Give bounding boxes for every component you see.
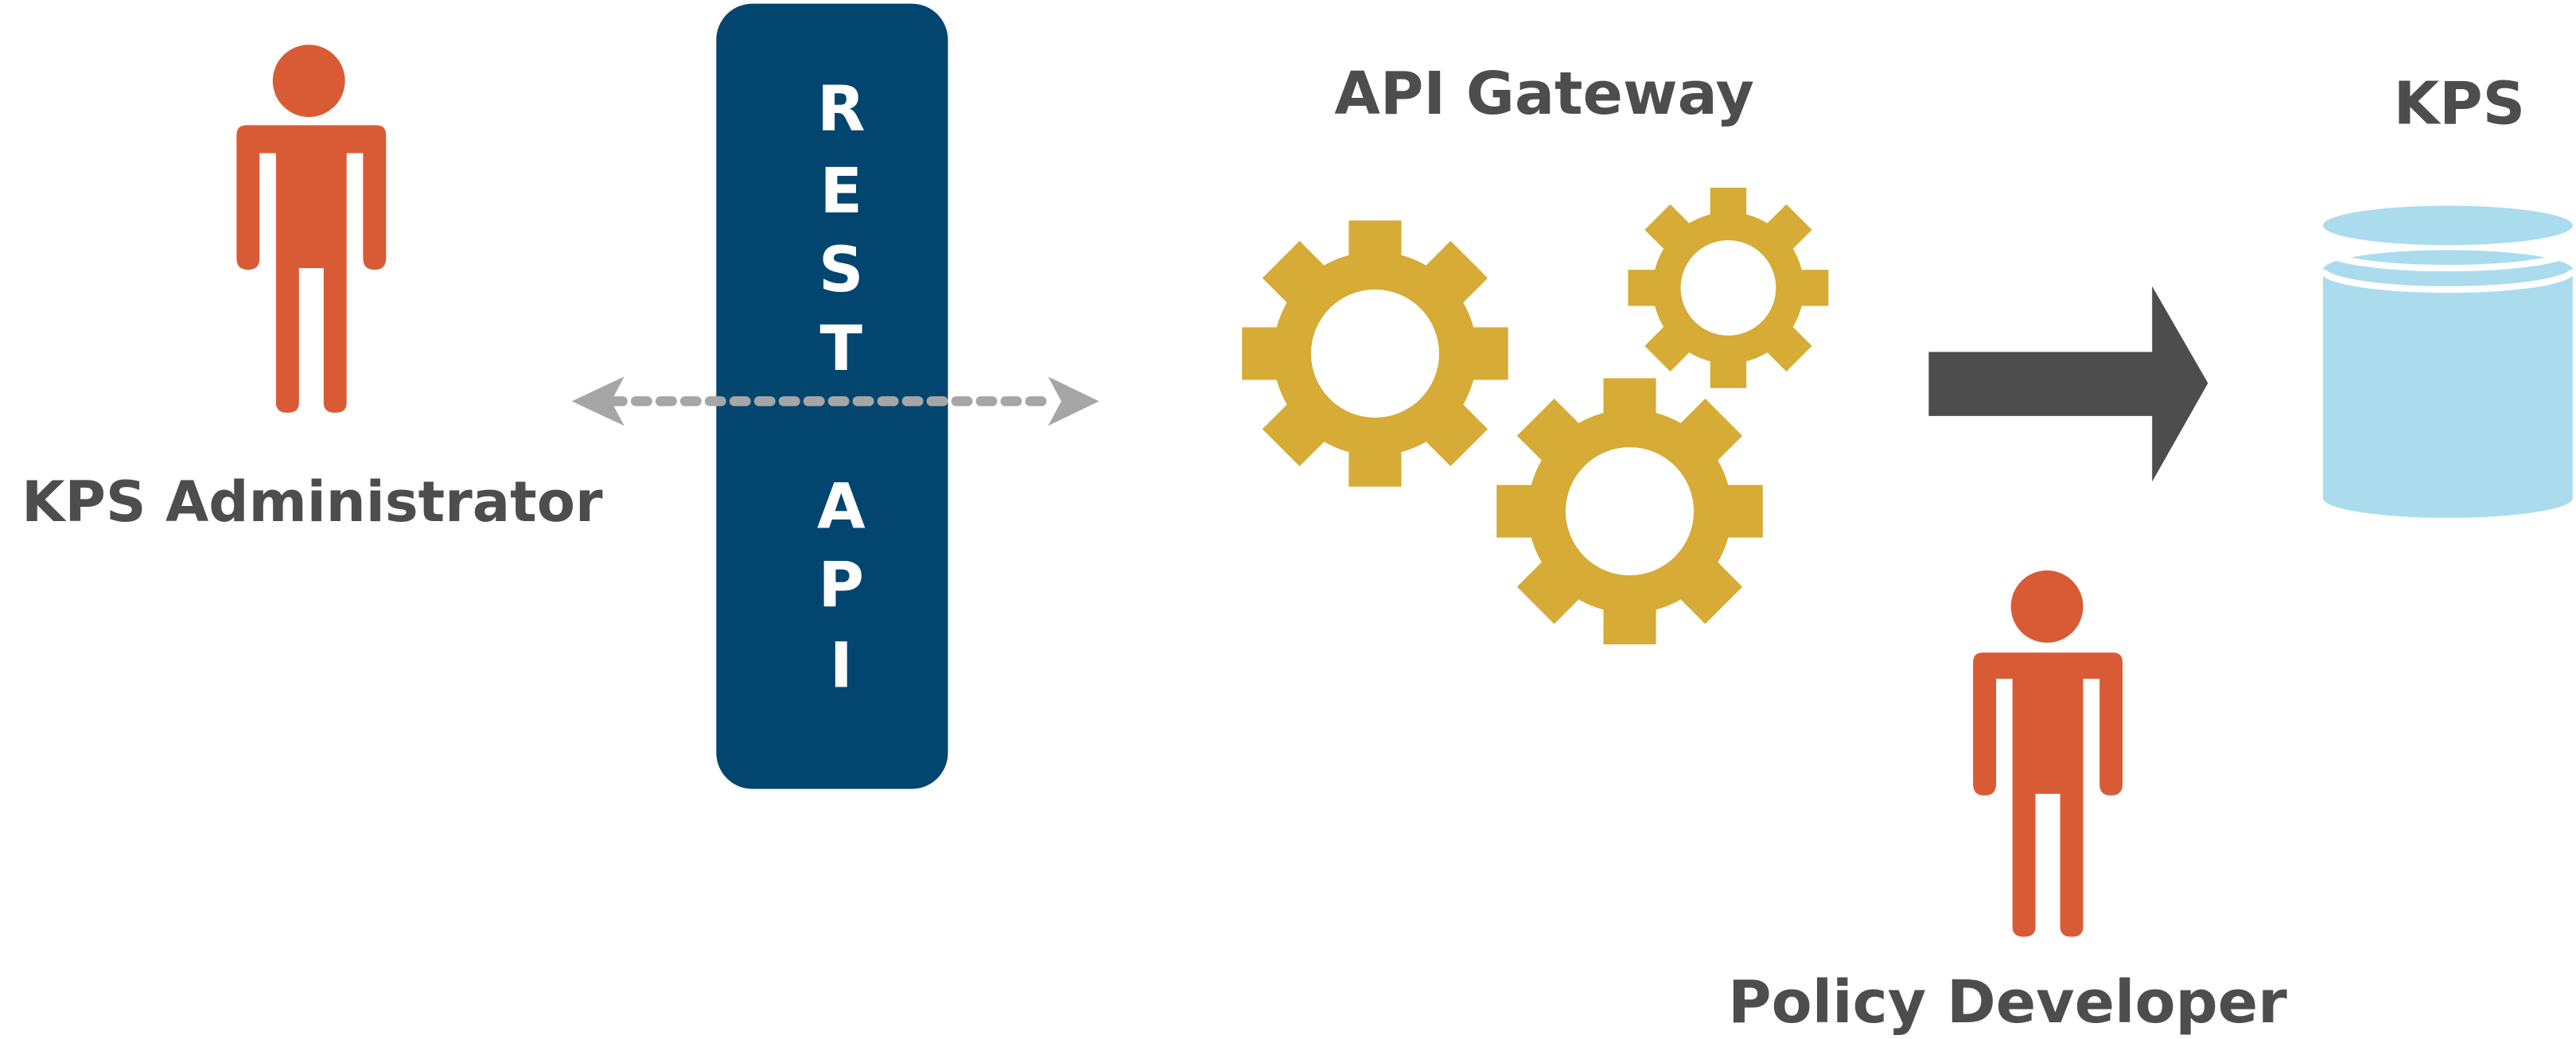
api-letter-a: A [817, 469, 866, 543]
policy-developer-label: Policy Developer [1728, 967, 2287, 1037]
rest-api-panel [716, 3, 948, 789]
kps-database-icon [2319, 205, 2576, 518]
gears-icon [1242, 187, 1829, 644]
rest-letter-r: R [817, 72, 865, 146]
kps-administrator-person-icon [236, 45, 387, 413]
rest-api-letters: R E S T A P I [817, 72, 866, 702]
rest-letter-s: S [819, 233, 864, 306]
rest-letter-e: E [820, 154, 863, 228]
right-arrow-icon [1928, 286, 2208, 482]
bidirectional-dotted-arrow-icon [571, 376, 1099, 426]
kps-administrator-label: KPS Administrator [21, 469, 603, 535]
api-gateway-label: API Gateway [1334, 59, 1754, 128]
policy-developer-person-icon [1973, 570, 2123, 937]
rest-letter-t: T [820, 312, 863, 385]
api-letter-p: P [819, 548, 865, 621]
api-letter-i: I [830, 629, 853, 702]
small-gear-icon [1628, 187, 1829, 388]
bottom-gear-icon [1496, 378, 1763, 644]
large-gear-icon [1242, 220, 1508, 487]
kps-label: KPS [2394, 68, 2526, 138]
